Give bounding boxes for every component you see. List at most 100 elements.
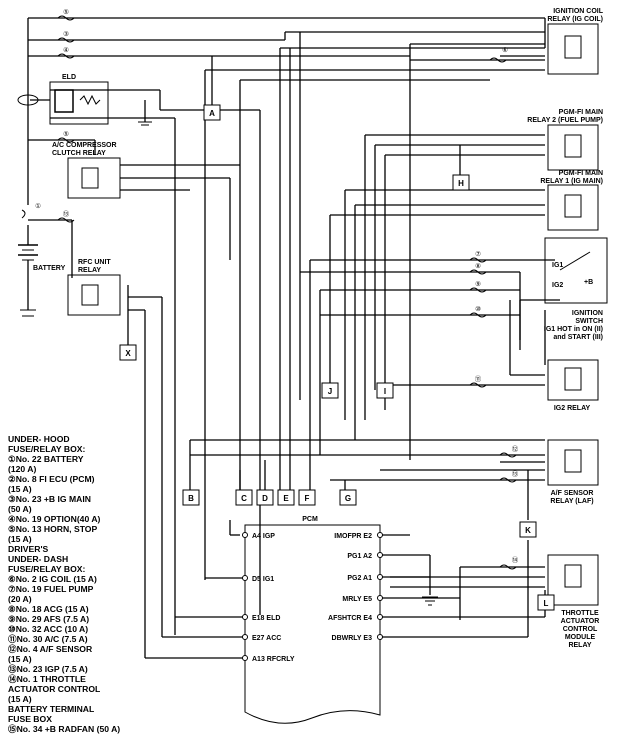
ig-main-relay [547, 184, 599, 231]
pcm-pin-pg2-a1: PG2 A1 [347, 575, 372, 582]
legend-line: FUSE/RELAY BOX: [8, 444, 85, 454]
fuse-label-6: ⑥ [502, 46, 508, 54]
pcm-pin-d5-ig1: D5 IG1 [252, 576, 274, 583]
pcm-pin-pg1-a2: PG1 A2 [347, 553, 372, 560]
pcm-pin-a13-rfcrly: A13 RFCRLY [252, 656, 295, 663]
ig-switch-caption-2: SWITCH [575, 318, 603, 325]
legend-line: ⑨No. 29 AFS (7.5 A) [8, 614, 89, 624]
fuse-label-10: ⑩ [475, 305, 481, 313]
connector-e: E [283, 494, 289, 503]
ig-coil-relay-label-1: IGNITION COIL [553, 8, 604, 15]
fuel-pump-relay-label-2: RELAY 2 (FUEL PUMP) [527, 117, 603, 124]
legend-line: ⑫No. 4 A/F SENSOR [8, 643, 93, 654]
legend-line: FUSE BOX [8, 714, 52, 724]
ig-main-relay-label-2: RELAY 1 (IG MAIN) [540, 178, 603, 185]
ac-relay-label-1: A/C COMPRESSOR [52, 142, 117, 149]
throttle-relay-label-4: MODULE [565, 634, 596, 641]
pcm-box [244, 524, 381, 724]
legend-line: (15 A) [8, 654, 32, 664]
ac-relay-label-2: CLUTCH RELAY [52, 150, 106, 157]
throttle-relay-label-2: ACTUATOR [561, 618, 600, 625]
af-sensor-relay-label-2: RELAY (LAF) [550, 498, 593, 505]
legend-line: ⑬No. 23 IGP (7.5 A) [8, 663, 88, 674]
fuse-label-14: ⑭ [512, 556, 519, 564]
legend-line: (15 A) [8, 484, 32, 494]
connector-d: D [262, 494, 268, 503]
legend-line: ②No. 8 FI ECU (PCM) [8, 474, 95, 484]
pcm-pin-a4-igp: A4 IGP [252, 533, 275, 540]
legend-line: (50 A) [8, 504, 32, 514]
legend-line: (120 A) [8, 464, 36, 474]
legend-line: ⑧No. 18 ACG (15 A) [8, 604, 89, 614]
af-sensor-relay-label-1: A/F SENSOR [551, 490, 594, 497]
connector-i: I [384, 387, 386, 396]
legend-line: DRIVER'S [8, 544, 49, 554]
connector-c: C [241, 494, 247, 503]
pcm-pin-imofpr-e2: IMOFPR E2 [334, 533, 372, 540]
fuse-label-5-top: ⑤ [63, 8, 69, 16]
ig-coil-relay [547, 23, 599, 75]
connector-j: J [328, 387, 332, 396]
pcm-left-pins: A4 IGP D5 IG1 E18 ELD E27 ACC A13 RFCRLY [252, 533, 295, 663]
fuse-label-7: ⑦ [475, 250, 481, 258]
legend-line: (15 A) [8, 534, 32, 544]
ig1-label: IG1 [552, 262, 563, 269]
ig-main-relay-label-1: PGM-FI MAIN [559, 170, 603, 177]
connector-g: G [345, 494, 351, 503]
legend-line: FUSE/RELAY BOX: [8, 564, 85, 574]
fuse-label-8: ⑧ [475, 262, 481, 270]
pcm-pin-mrly-e5: MRLY E5 [342, 596, 372, 603]
legend-line: BATTERY TERMINAL [8, 704, 94, 714]
ground-icon [422, 596, 438, 606]
legend-line: UNDER- DASH [8, 554, 68, 564]
fuse-label-11: ⑪ [475, 375, 482, 383]
legend-line: (20 A) [8, 594, 32, 604]
legend-line: ⑦No. 19 FUEL PUMP [8, 584, 94, 594]
legend-line: ACTUATOR CONTROL [8, 684, 100, 694]
ac-compressor-relay [67, 157, 121, 199]
af-sensor-relay [547, 439, 599, 486]
legend-line: ⑩No. 32 ACC (10 A) [8, 624, 88, 634]
pcm-label: PCM [302, 516, 318, 523]
legend-line: ④No. 19 OPTION(40 A) [8, 514, 101, 524]
connector-f: F [305, 494, 310, 503]
throttle-actuator-relay [547, 554, 599, 606]
fuel-pump-relay-label-1: PGM-FI MAIN [559, 109, 603, 116]
throttle-relay-label-1: THROTTLE [561, 610, 599, 617]
legend-line: ⑤No. 13 HORN, STOP [8, 524, 97, 534]
ig2-relay [547, 359, 599, 401]
ig-switch-caption-3: IG1 HOT in ON (II) [544, 326, 603, 333]
fuse-legend: UNDER- HOOD FUSE/RELAY BOX: ①No. 22 BATT… [8, 434, 120, 734]
pcm-pin-afshtcr-e4: AFSHTCR E4 [328, 615, 372, 622]
ig-switch-caption-4: and START (III) [553, 334, 603, 341]
legend-line: ⑪No. 30 A/C (7.5 A) [8, 633, 88, 644]
legend-line: ⑮No. 34 +B RADFAN (50 A) [8, 723, 120, 734]
eld-label: ELD [62, 74, 76, 81]
battery: BATTERY [18, 244, 66, 317]
pcm-pin-e18-eld: E18 ELD [252, 615, 280, 622]
fuel-pump-relay [547, 124, 599, 171]
rfc-relay-label-2: RELAY [78, 267, 101, 274]
fuse-label-4: ④ [63, 46, 69, 54]
legend-line: ③No. 23 +B IG MAIN [8, 494, 91, 504]
pcm-pin-e27-acc: E27 ACC [252, 635, 281, 642]
legend-line: ⑭No. 1 THROTTLE [8, 673, 86, 684]
legend-line: UNDER- HOOD [8, 434, 70, 444]
battery-label: BATTERY [33, 265, 66, 272]
fuse-label-9: ⑨ [475, 280, 481, 288]
connector-a: A [209, 109, 215, 118]
eld-sensor-icon [17, 94, 39, 106]
legend-line: ①No. 22 BATTERY [8, 454, 84, 464]
rfc-relay-label-1: RFC UNIT [78, 259, 111, 266]
ignition-switch: IG1 IG2 +B [544, 237, 608, 304]
eld-unit: ELD [17, 74, 152, 126]
fuse-label-3: ③ [63, 30, 69, 38]
throttle-relay-label-3: CONTROL [563, 626, 598, 633]
connector-l: L [544, 599, 549, 608]
connector-h: H [458, 179, 464, 188]
throttle-relay-label-5: RELAY [568, 642, 591, 649]
connector-b: B [188, 494, 194, 503]
pcm-right-pins: IMOFPR E2 PG1 A2 PG2 A1 MRLY E5 AFSHTCR … [328, 533, 372, 642]
b-terminal-label: +B [584, 279, 593, 286]
